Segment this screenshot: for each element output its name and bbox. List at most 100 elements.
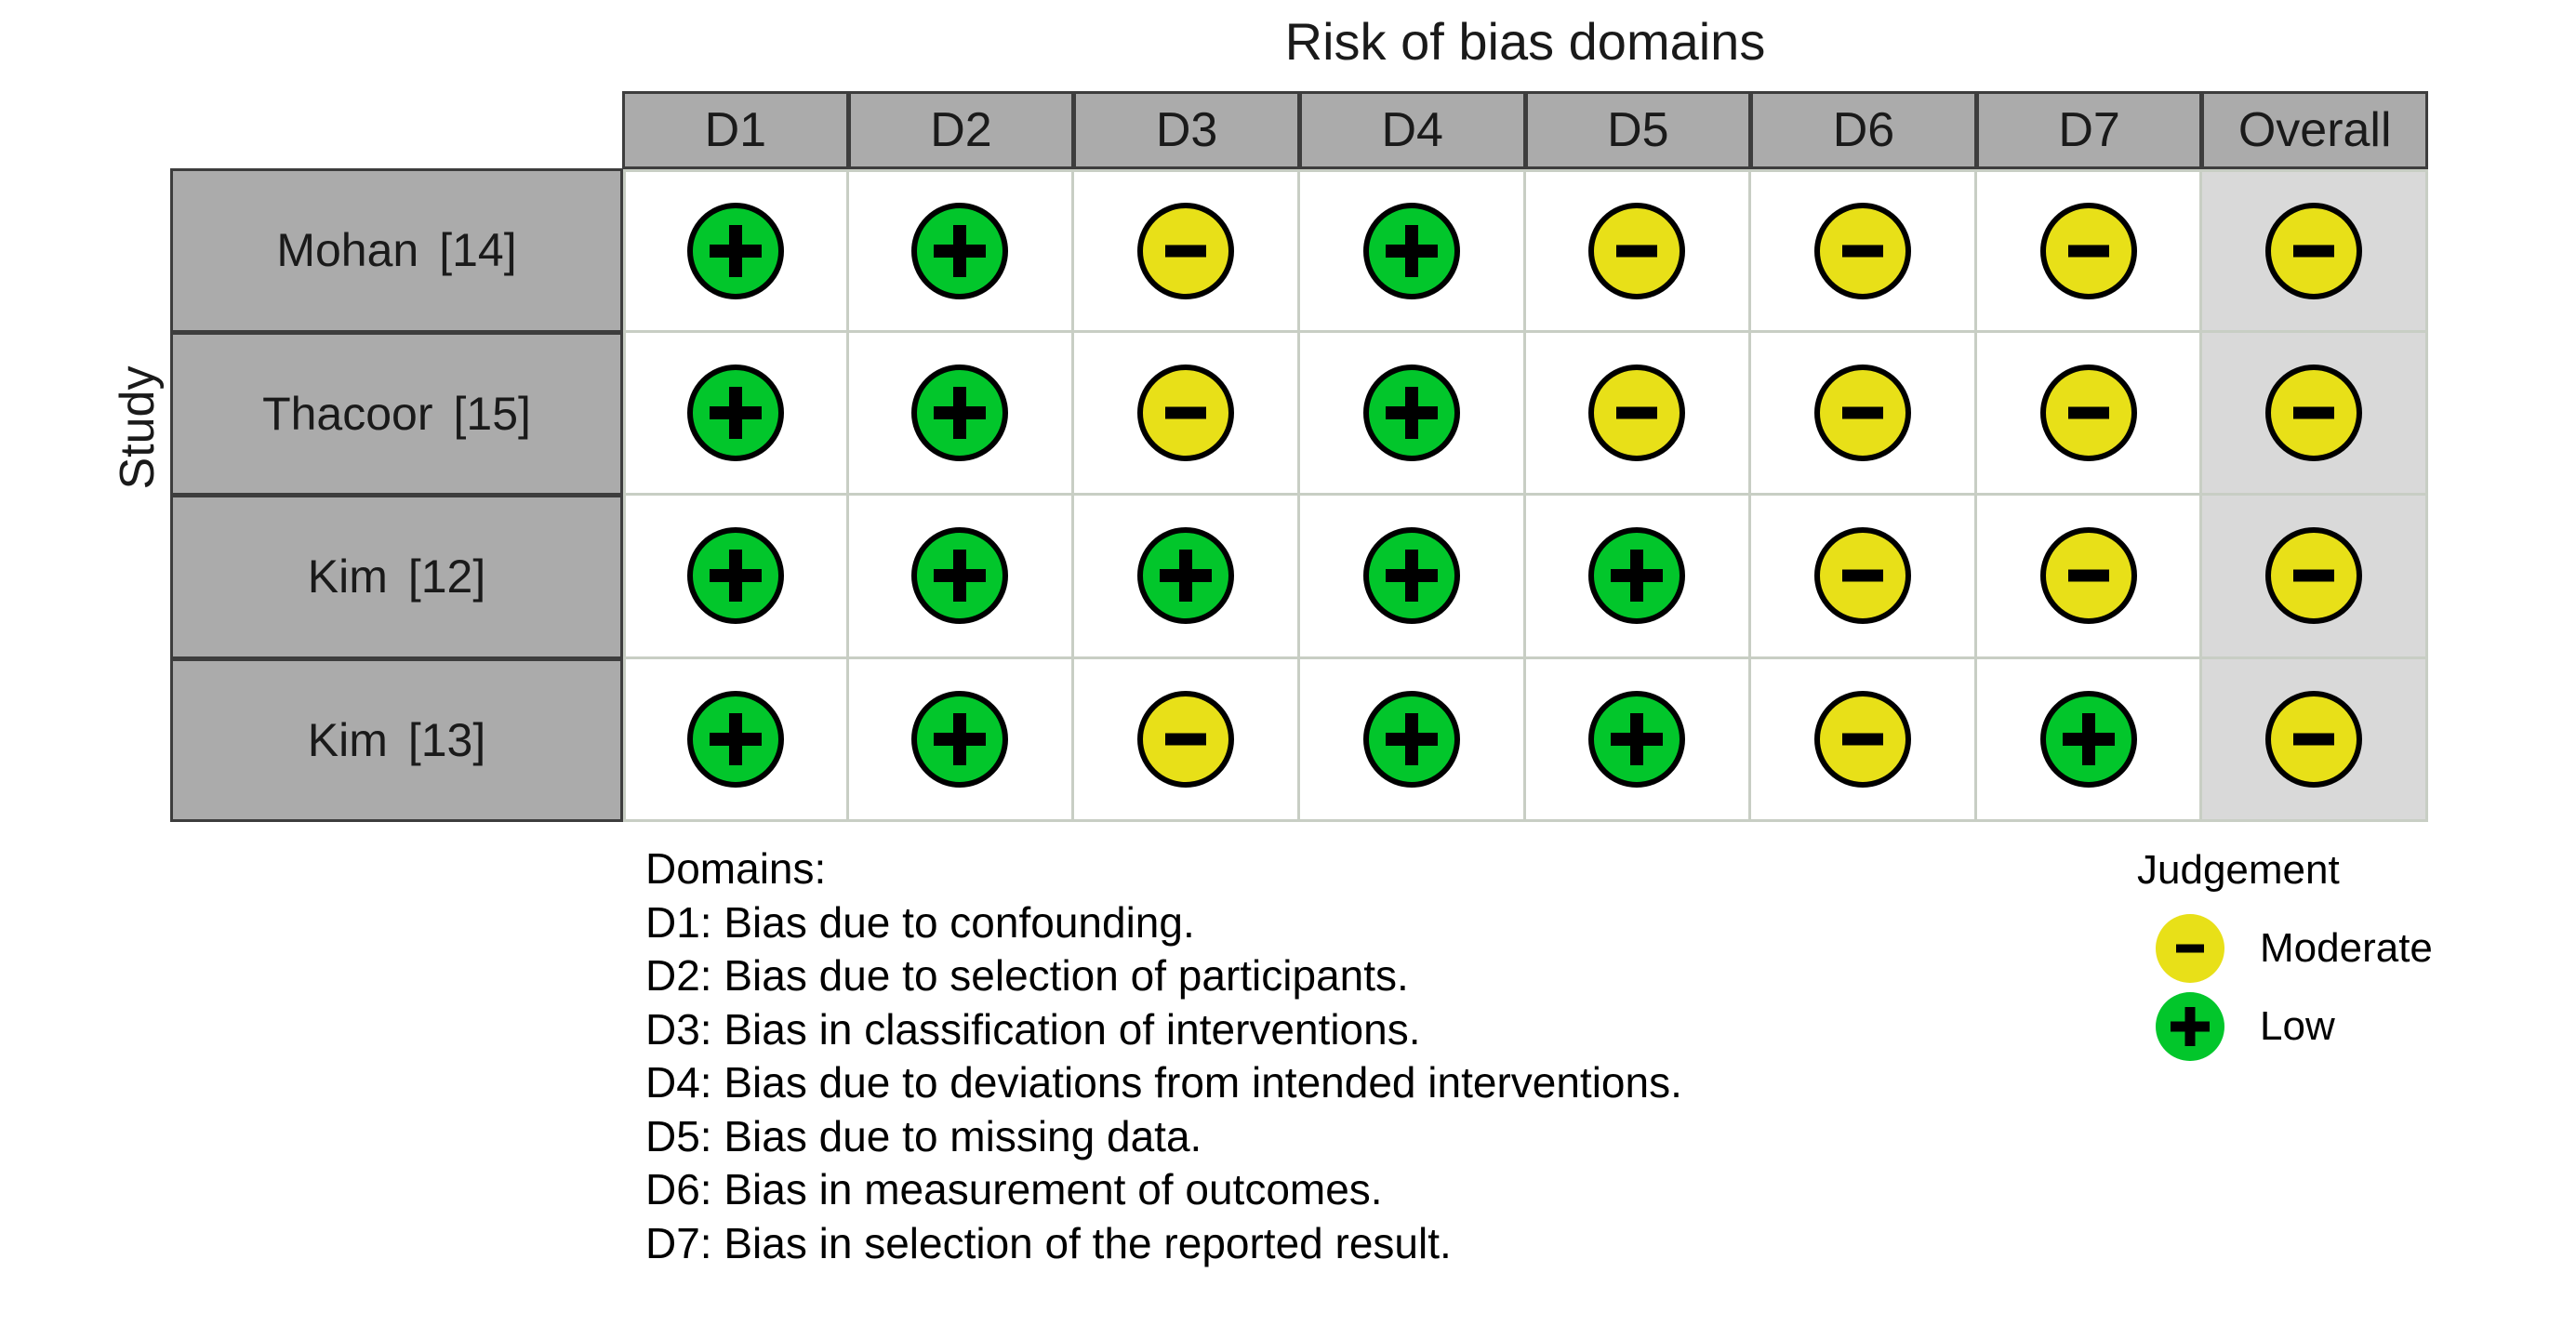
judgement-cell-overall-row-1[interactable] bbox=[2202, 332, 2428, 496]
judgement-cell-d5-row-2[interactable] bbox=[1525, 496, 1752, 659]
legend-label-low: Low bbox=[2260, 1003, 2335, 1049]
column-header-d7[interactable]: D7 bbox=[1975, 91, 2203, 169]
moderate-judgement-icon bbox=[1137, 202, 1235, 299]
judgement-cell-d2-row-2[interactable] bbox=[848, 496, 1075, 659]
moderate-judgement-icon bbox=[2039, 527, 2137, 625]
moderate-judgement-icon bbox=[2039, 202, 2137, 299]
study-name: Kim bbox=[307, 713, 388, 766]
domain-description-d2: D2: Bias due to selection of participant… bbox=[645, 951, 1409, 1000]
study-reference: [13] bbox=[407, 713, 486, 766]
study-label-row-1[interactable]: Thacoor [15] bbox=[170, 331, 623, 496]
domains-caption-heading: Domains: bbox=[645, 844, 827, 893]
column-header-d4[interactable]: D4 bbox=[1298, 91, 1526, 169]
study-reference: [12] bbox=[407, 550, 486, 603]
page-title: Risk of bias domains bbox=[1284, 12, 1766, 71]
low-judgement-icon bbox=[911, 690, 1009, 788]
study-label-row-2[interactable]: Kim [12] bbox=[170, 495, 623, 659]
moderate-judgement-icon bbox=[1588, 364, 1686, 461]
moderate-judgement-icon bbox=[2265, 527, 2363, 625]
judgement-cell-d3-row-0[interactable] bbox=[1074, 169, 1300, 333]
judgement-cell-d6-row-1[interactable] bbox=[1751, 332, 1977, 496]
legend-item-low: Low bbox=[2137, 988, 2528, 1066]
judgement-cell-overall-row-2[interactable] bbox=[2202, 496, 2428, 659]
low-judgement-icon bbox=[687, 527, 785, 625]
study-name: Kim bbox=[307, 550, 388, 603]
moderate-judgement-icon bbox=[1137, 690, 1235, 788]
judgement-legend-title: Judgement bbox=[2137, 847, 2340, 893]
moderate-judgement-icon bbox=[2265, 202, 2363, 299]
low-judgement-icon bbox=[1362, 202, 1460, 299]
judgement-cell-d6-row-2[interactable] bbox=[1751, 496, 1977, 659]
domains-caption: Domains: D1: Bias due to confounding. D2… bbox=[645, 842, 1682, 1270]
moderate-judgement-icon bbox=[2265, 364, 2363, 461]
judgement-cell-d1-row-0[interactable] bbox=[623, 169, 849, 333]
judgement-cell-d3-row-2[interactable] bbox=[1074, 496, 1300, 659]
domain-description-d6: D6: Bias in measurement of outcomes. bbox=[645, 1165, 1383, 1213]
column-header-d5[interactable]: D5 bbox=[1524, 91, 1752, 169]
domain-description-d4: D4: Bias due to deviations from intended… bbox=[645, 1058, 1682, 1107]
column-header-overall[interactable]: Overall bbox=[2201, 91, 2428, 169]
judgement-cell-d1-row-1[interactable] bbox=[623, 332, 849, 496]
moderate-judgement-icon bbox=[2265, 690, 2363, 788]
judgement-cell-d3-row-3[interactable] bbox=[1074, 658, 1300, 822]
judgement-cell-d5-row-0[interactable] bbox=[1525, 169, 1752, 333]
judgement-cell-d1-row-2[interactable] bbox=[623, 496, 849, 659]
low-judgement-icon bbox=[911, 202, 1009, 299]
judgement-cell-d2-row-3[interactable] bbox=[848, 658, 1075, 822]
moderate-judgement-icon bbox=[1813, 202, 1911, 299]
judgement-cell-d5-row-3[interactable] bbox=[1525, 658, 1752, 822]
low-judgement-icon bbox=[2156, 992, 2224, 1061]
judgement-cell-d7-row-3[interactable] bbox=[1976, 658, 2203, 822]
legend-item-moderate: Moderate bbox=[2137, 909, 2528, 988]
column-header-d2[interactable]: D2 bbox=[847, 91, 1075, 169]
low-judgement-icon bbox=[1362, 527, 1460, 625]
low-judgement-icon bbox=[687, 202, 785, 299]
study-label-row-3[interactable]: Kim [13] bbox=[170, 657, 623, 822]
judgement-cell-d7-row-2[interactable] bbox=[1976, 496, 2203, 659]
domain-description-d5: D5: Bias due to missing data. bbox=[645, 1111, 1202, 1160]
study-reference: [15] bbox=[453, 387, 531, 440]
legend-label-moderate: Moderate bbox=[2260, 925, 2433, 971]
judgement-legend: Judgement Moderate Low bbox=[2137, 846, 2528, 1066]
column-header-d1[interactable]: D1 bbox=[622, 91, 849, 169]
moderate-judgement-icon bbox=[1588, 202, 1686, 299]
judgement-cell-d6-row-3[interactable] bbox=[1751, 658, 1977, 822]
study-label-row-0[interactable]: Mohan[14] bbox=[170, 168, 623, 333]
low-judgement-icon bbox=[911, 527, 1009, 625]
moderate-judgement-icon bbox=[1137, 364, 1235, 461]
judgement-cell-overall-row-0[interactable] bbox=[2202, 169, 2428, 333]
y-axis-label-study: Study bbox=[111, 365, 165, 490]
moderate-judgement-icon bbox=[1813, 690, 1911, 788]
judgement-cell-d3-row-1[interactable] bbox=[1074, 332, 1300, 496]
judgement-cell-d4-row-2[interactable] bbox=[1299, 496, 1526, 659]
low-judgement-icon bbox=[1588, 527, 1686, 625]
low-judgement-icon bbox=[1362, 690, 1460, 788]
moderate-judgement-icon bbox=[1813, 364, 1911, 461]
moderate-judgement-icon bbox=[1813, 527, 1911, 625]
judgement-cell-d1-row-3[interactable] bbox=[623, 658, 849, 822]
column-header-d6[interactable]: D6 bbox=[1750, 91, 1977, 169]
judgement-cell-d6-row-0[interactable] bbox=[1751, 169, 1977, 333]
low-judgement-icon bbox=[1137, 527, 1235, 625]
judgement-cell-d7-row-0[interactable] bbox=[1976, 169, 2203, 333]
column-header-d3[interactable]: D3 bbox=[1073, 91, 1300, 169]
moderate-judgement-icon bbox=[2156, 914, 2224, 983]
domain-description-d1: D1: Bias due to confounding. bbox=[645, 897, 1195, 947]
low-judgement-icon bbox=[687, 690, 785, 788]
judgement-cell-d4-row-1[interactable] bbox=[1299, 332, 1526, 496]
table-header-spacer bbox=[170, 91, 623, 169]
judgement-cell-d7-row-1[interactable] bbox=[1976, 332, 2203, 496]
judgement-cell-d4-row-3[interactable] bbox=[1299, 658, 1526, 822]
study-name: Mohan bbox=[276, 224, 419, 277]
domain-description-d7: D7: Bias in selection of the reported re… bbox=[645, 1218, 1452, 1267]
low-judgement-icon bbox=[1588, 690, 1686, 788]
judgement-cell-d2-row-0[interactable] bbox=[848, 169, 1075, 333]
low-judgement-icon bbox=[2039, 690, 2137, 788]
judgement-cell-d2-row-1[interactable] bbox=[848, 332, 1075, 496]
judgement-cell-overall-row-3[interactable] bbox=[2202, 658, 2428, 822]
judgement-cell-d5-row-1[interactable] bbox=[1525, 332, 1752, 496]
judgement-cell-d4-row-0[interactable] bbox=[1299, 169, 1526, 333]
study-name: Thacoor bbox=[262, 387, 433, 440]
